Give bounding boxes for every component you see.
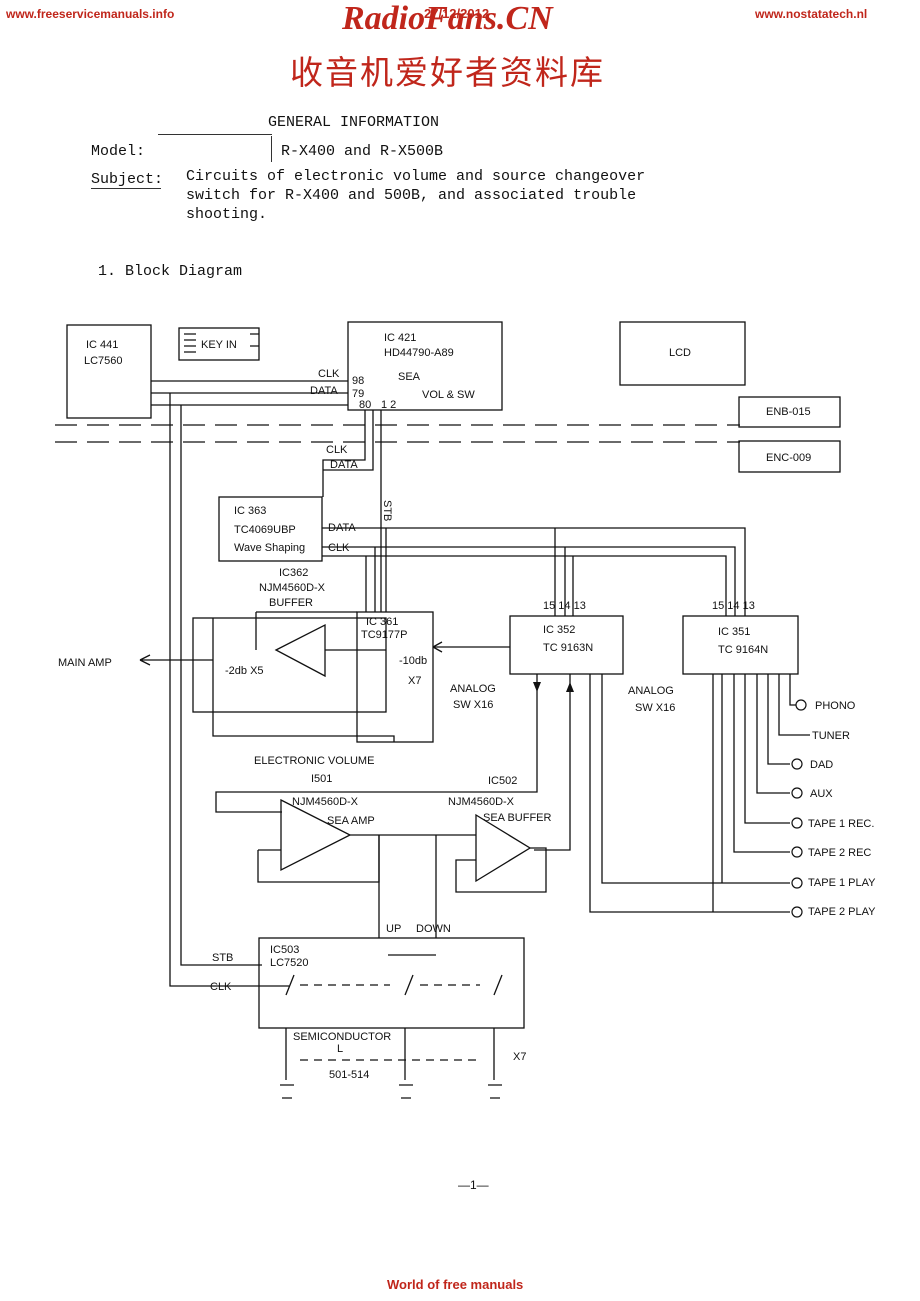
diagram-label: 79 <box>352 388 364 400</box>
footer-text[interactable]: World of free manuals <box>387 1277 524 1292</box>
diagram-label: TC 9164N <box>718 644 768 656</box>
diagram-label: 1 2 <box>381 399 396 411</box>
diagram-label: LC7560 <box>84 355 123 367</box>
diagram-label: BUFFER <box>269 597 313 609</box>
subject-line-1: Circuits of electronic volume and source… <box>186 168 646 185</box>
diagram-label: LC7520 <box>270 957 309 969</box>
keyin-label: KEY IN <box>201 339 237 351</box>
model-value: R-X400 and R-X500B <box>281 143 444 160</box>
diagram-label: 80 <box>359 399 371 411</box>
section-title: 1. Block Diagram <box>98 263 243 280</box>
diagram-label: DATA <box>328 522 356 534</box>
diagram-label: TC 9163N <box>543 642 593 654</box>
subject-label: Subject: <box>91 171 164 188</box>
lcd-label: LCD <box>669 347 691 359</box>
diagram-label: ANALOG <box>450 683 496 695</box>
ic363-label: IC 363 <box>234 505 266 517</box>
ic441-label: IC 441 <box>86 339 118 351</box>
ic352-label: IC 352 <box>543 624 575 636</box>
diagram-label: DOWN <box>416 923 451 935</box>
diagram-label: DATA <box>330 459 358 471</box>
keyin-box <box>178 327 260 361</box>
ic351-label: IC 351 <box>718 626 750 638</box>
header-date: 27/12/2012 <box>424 6 490 21</box>
model-divider <box>271 136 272 162</box>
diagram-label: STB <box>381 500 393 521</box>
general-info-heading: GENERAL INFORMATION <box>268 114 440 131</box>
input-phono: PHONO <box>815 700 856 712</box>
diagram-label: CLK <box>210 981 232 993</box>
diagram-label: NJM4560D-X <box>259 582 326 594</box>
diagram-label: IC502 <box>488 775 517 787</box>
diagram-label: TC4069UBP <box>234 524 296 536</box>
model-label: Model: <box>91 143 146 160</box>
sea-buffer-label: SEA BUFFER <box>483 812 552 824</box>
diagram-label: SW X16 <box>635 702 675 714</box>
sea-amp-label: SEA AMP <box>327 815 375 827</box>
diagram-label: -2db X5 <box>225 665 264 677</box>
header-right-url[interactable]: www.nostatatech.nl <box>755 7 868 21</box>
main-amp-label: MAIN AMP <box>58 657 112 669</box>
diagram-label: DATA <box>310 385 338 397</box>
diagram-label: 15 14 13 <box>543 600 586 612</box>
input-tuner: TUNER <box>812 730 850 742</box>
header-left-url[interactable]: www.freeservicemanuals.info <box>6 7 175 21</box>
diagram-label: CLK <box>318 368 340 380</box>
input-tape1-play: TAPE 1 PLAY <box>808 877 876 889</box>
diagram-label: HD44790-A89 <box>384 347 454 359</box>
diagram-label: VOL & SW <box>422 389 475 401</box>
ic363-box <box>218 496 323 562</box>
diagram-label: 15 14 13 <box>712 600 755 612</box>
subject-underline <box>91 188 161 189</box>
diagram-label: 501-514 <box>329 1069 369 1081</box>
enc-label: ENC-009 <box>766 452 811 464</box>
diagram-label: I501 <box>311 773 332 785</box>
diagram-label: NJM4560D-X <box>448 796 515 808</box>
input-tape1-rec: TAPE 1 REC. <box>808 818 874 830</box>
model-rule <box>158 134 272 135</box>
ic361-label: IC 361 <box>366 616 398 628</box>
ic351-box <box>682 615 799 675</box>
semiconductor-label: SEMICONDUCTOR <box>293 1031 391 1043</box>
ic361-box <box>356 611 434 743</box>
diagram-label: CLK <box>328 542 350 554</box>
ic503-box <box>258 937 525 1029</box>
diagram-label: UP <box>386 923 401 935</box>
diagram-label: STB <box>212 952 233 964</box>
header-cjk-title: 收音机爱好者资料库 <box>290 53 605 92</box>
input-tape2-play: TAPE 2 PLAY <box>808 906 876 918</box>
diagram-label: SEA <box>398 371 421 383</box>
lcd-box <box>619 321 746 386</box>
input-dad: DAD <box>810 759 833 771</box>
diagram-label: ELECTRONIC VOLUME <box>254 755 374 767</box>
page-number: —1— <box>458 1178 489 1192</box>
diagram-label: CLK <box>326 444 348 456</box>
ic421-box <box>347 321 503 411</box>
subject-line-3: shooting. <box>186 206 268 223</box>
ic352-box <box>509 615 624 675</box>
diagram-label: X7 <box>513 1051 526 1063</box>
ic503-label: IC503 <box>270 944 299 956</box>
diagram-label: NJM4560D-X <box>292 796 359 808</box>
header-brand-logo[interactable]: RadioFans.CN <box>342 0 553 37</box>
diagram-label: -10db <box>399 655 427 667</box>
diagram-label: L <box>337 1043 343 1055</box>
diagram-label: TC9177P <box>361 629 407 641</box>
input-aux: AUX <box>810 788 833 800</box>
subject-line-2: switch for R-X400 and 500B, and associat… <box>186 187 637 204</box>
diagram-label: X7 <box>408 675 421 687</box>
ic421-label: IC 421 <box>384 332 416 344</box>
diagram-label: 98 <box>352 375 364 387</box>
enb-label: ENB-015 <box>766 406 811 418</box>
input-tape2-rec: TAPE 2 REC <box>808 847 871 859</box>
diagram-label: Wave Shaping <box>234 542 305 554</box>
enb-box <box>738 396 841 428</box>
ic362-label: IC362 <box>279 567 308 579</box>
diagram-label: ANALOG <box>628 685 674 697</box>
diagram-label: SW X16 <box>453 699 493 711</box>
ic441-box <box>66 324 152 419</box>
enc-box <box>738 440 841 473</box>
